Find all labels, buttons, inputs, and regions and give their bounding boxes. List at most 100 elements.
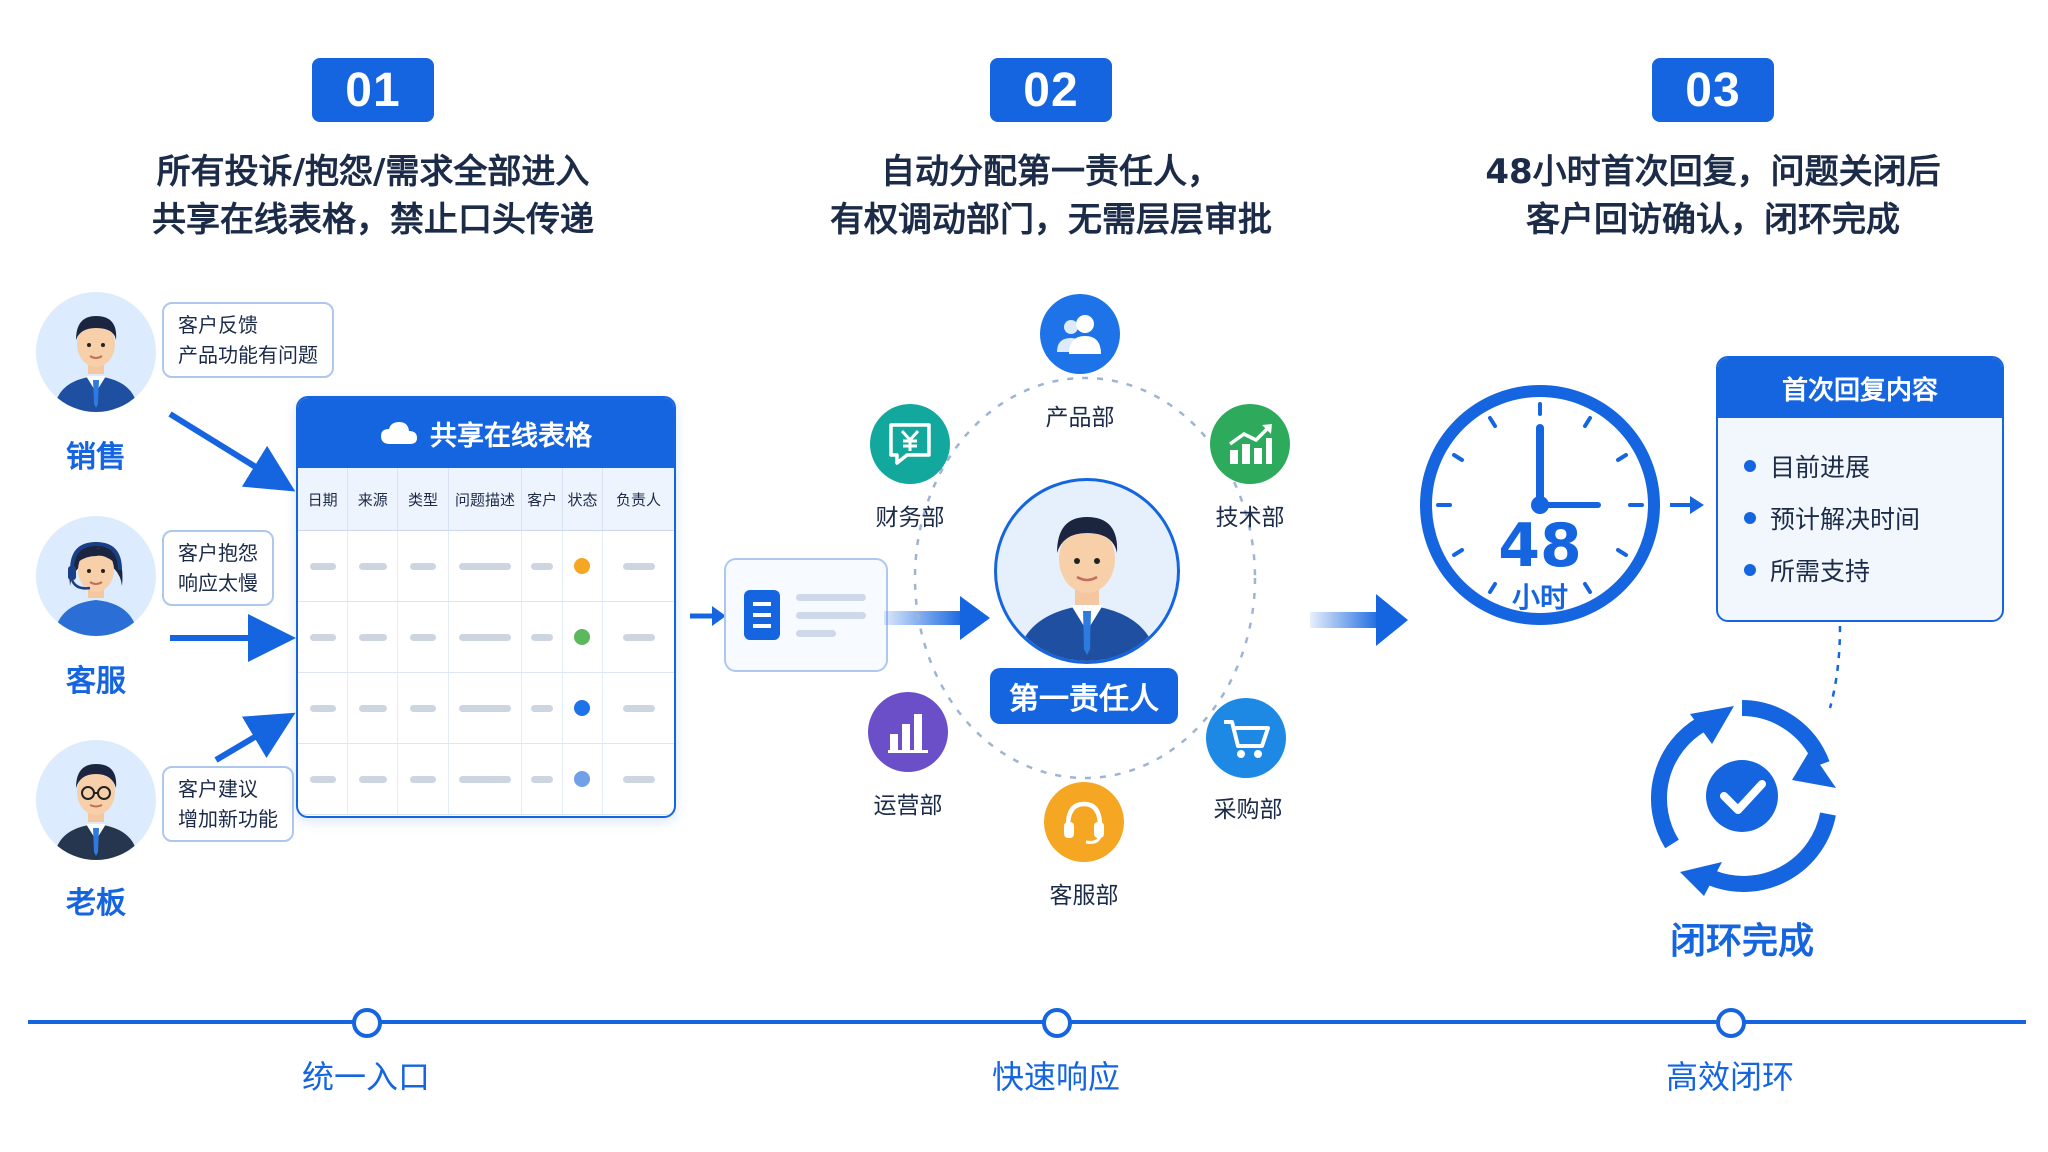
sheet-cell [449, 602, 523, 672]
sheet-cell [348, 531, 399, 601]
ops-dept-icon [868, 692, 948, 772]
timeline-node-2 [1042, 1008, 1072, 1038]
boss-label: 老板 [66, 886, 126, 921]
sheet-cell [603, 744, 674, 814]
sheet-column-headers: 日期 来源 类型 问题描述 客户 状态 负责人 [298, 468, 674, 531]
cell-placeholder [358, 633, 387, 641]
closed-loop-label: 闭环完成 [1669, 921, 1814, 962]
cell-placeholder [410, 562, 436, 570]
timeline-node-1 [352, 1008, 382, 1038]
timeline-line [28, 1020, 2026, 1024]
sheet-cell [603, 673, 674, 743]
owner-avatar [994, 478, 1180, 664]
arrow-boss [214, 712, 296, 763]
sheet-cell [348, 673, 399, 743]
service-avatar [36, 516, 156, 636]
step-heading-3-line1: 48小时首次回复，问题关闭后 [1485, 152, 1941, 192]
sheet-cell [522, 744, 563, 814]
step-badge-3: 03 [1652, 58, 1774, 122]
sales-avatar [36, 292, 156, 412]
cloud-icon [381, 422, 417, 444]
sheet-rows [298, 531, 674, 815]
cell-placeholder [531, 704, 554, 712]
reply-title: 首次回复内容 [1718, 358, 2002, 418]
service-label: 客服 [66, 664, 126, 699]
yen-icon [889, 423, 931, 465]
sheet-cell [449, 744, 523, 814]
arrow-to-owner [884, 596, 990, 640]
sheet-header: 共享在线表格 [298, 398, 674, 468]
cell-placeholder [622, 704, 655, 712]
step-heading-2-line1: 自动分配第一责任人， [881, 152, 1221, 192]
cell-placeholder [358, 775, 387, 783]
reply-connector [1828, 625, 1842, 709]
clock-unit: 小时 [1511, 581, 1568, 614]
step-badge-1: 01 [312, 58, 434, 122]
sheet-cell [348, 602, 399, 672]
sheet-cell [348, 744, 399, 814]
department-ring [913, 376, 1257, 780]
sheet-cell [563, 673, 604, 743]
step-badge-2: 02 [990, 58, 1112, 122]
col-date: 日期 [298, 468, 349, 530]
chart-up-icon [1228, 424, 1272, 464]
step-heading-2-line2: 有权调动部门，无需层层审批 [830, 200, 1272, 240]
sales-bubble-line1: 客户反馈 [178, 313, 258, 337]
arrow-sales [168, 411, 296, 492]
cell-placeholder [410, 704, 436, 712]
boss-bubble: 客户建议 增加新功能 [162, 766, 294, 842]
sheet-cell [298, 602, 349, 672]
users-icon [1057, 315, 1101, 354]
cell-placeholder [309, 775, 336, 783]
reply-card: 首次回复内容 目前进展 预计解决时间 所需支持 [1716, 356, 2004, 622]
sheet-cell [298, 531, 349, 601]
sales-bubble: 客户反馈 产品功能有问题 [162, 302, 334, 378]
col-description: 问题描述 [449, 468, 523, 530]
sheet-cell [522, 602, 563, 672]
step-heading-1-line1: 所有投诉/抱怨/需求全部进入 [156, 152, 590, 192]
sheet-cell [398, 602, 449, 672]
col-type: 类型 [398, 468, 449, 530]
finance-dept-icon [870, 404, 950, 484]
sheet-cell [398, 531, 449, 601]
sales-label: 销售 [66, 440, 126, 475]
col-owner: 负责人 [616, 490, 662, 509]
cell-placeholder [410, 775, 436, 783]
sheet-title: 共享在线表格 [430, 420, 592, 452]
cell-placeholder [531, 775, 554, 783]
status-dot [574, 700, 591, 716]
owner-label: 第一责任人 [990, 668, 1178, 724]
finance-dept-label: 财务部 [875, 505, 945, 531]
sheet-cell [603, 602, 674, 672]
boss-avatar [36, 740, 156, 860]
cell-placeholder [622, 775, 655, 783]
reply-item-label: 目前进展 [1770, 453, 1871, 482]
step-heading-2: 自动分配第一责任人， 有权调动部门，无需层层审批 [780, 148, 1322, 244]
cell-placeholder [459, 633, 512, 641]
sheet-cell [563, 602, 604, 672]
cell-placeholder [531, 633, 554, 641]
cell-placeholder [309, 633, 336, 641]
cell-placeholder [531, 562, 554, 570]
headset-icon [1064, 801, 1104, 844]
cell-placeholder [410, 633, 436, 641]
timeline-node-3 [1716, 1008, 1746, 1038]
sales-bubble-line2: 产品功能有问题 [178, 343, 318, 367]
clock-icon [1420, 385, 1660, 625]
sheet-row [298, 602, 674, 673]
sheet-cell [298, 744, 349, 814]
timeline-label-3: 高效闭环 [1665, 1058, 1794, 1096]
shared-sheet: 共享在线表格 日期 来源 类型 问题描述 客户 状态 负责人 [296, 396, 676, 818]
step-heading-3-line2: 客户回访确认，闭环完成 [1526, 200, 1900, 240]
cell-placeholder [358, 704, 387, 712]
task-card [724, 558, 888, 672]
timeline-label-2: 快速响应 [991, 1058, 1120, 1096]
ops-dept-label: 运营部 [873, 793, 943, 819]
arrow-to-reply [1670, 496, 1704, 514]
sheet-cell [603, 531, 674, 601]
cell-placeholder [459, 775, 512, 783]
sheet-cell [563, 744, 604, 814]
product-dept-icon [1040, 294, 1120, 374]
status-dot [574, 558, 591, 574]
boss-bubble-line2: 增加新功能 [178, 807, 278, 831]
